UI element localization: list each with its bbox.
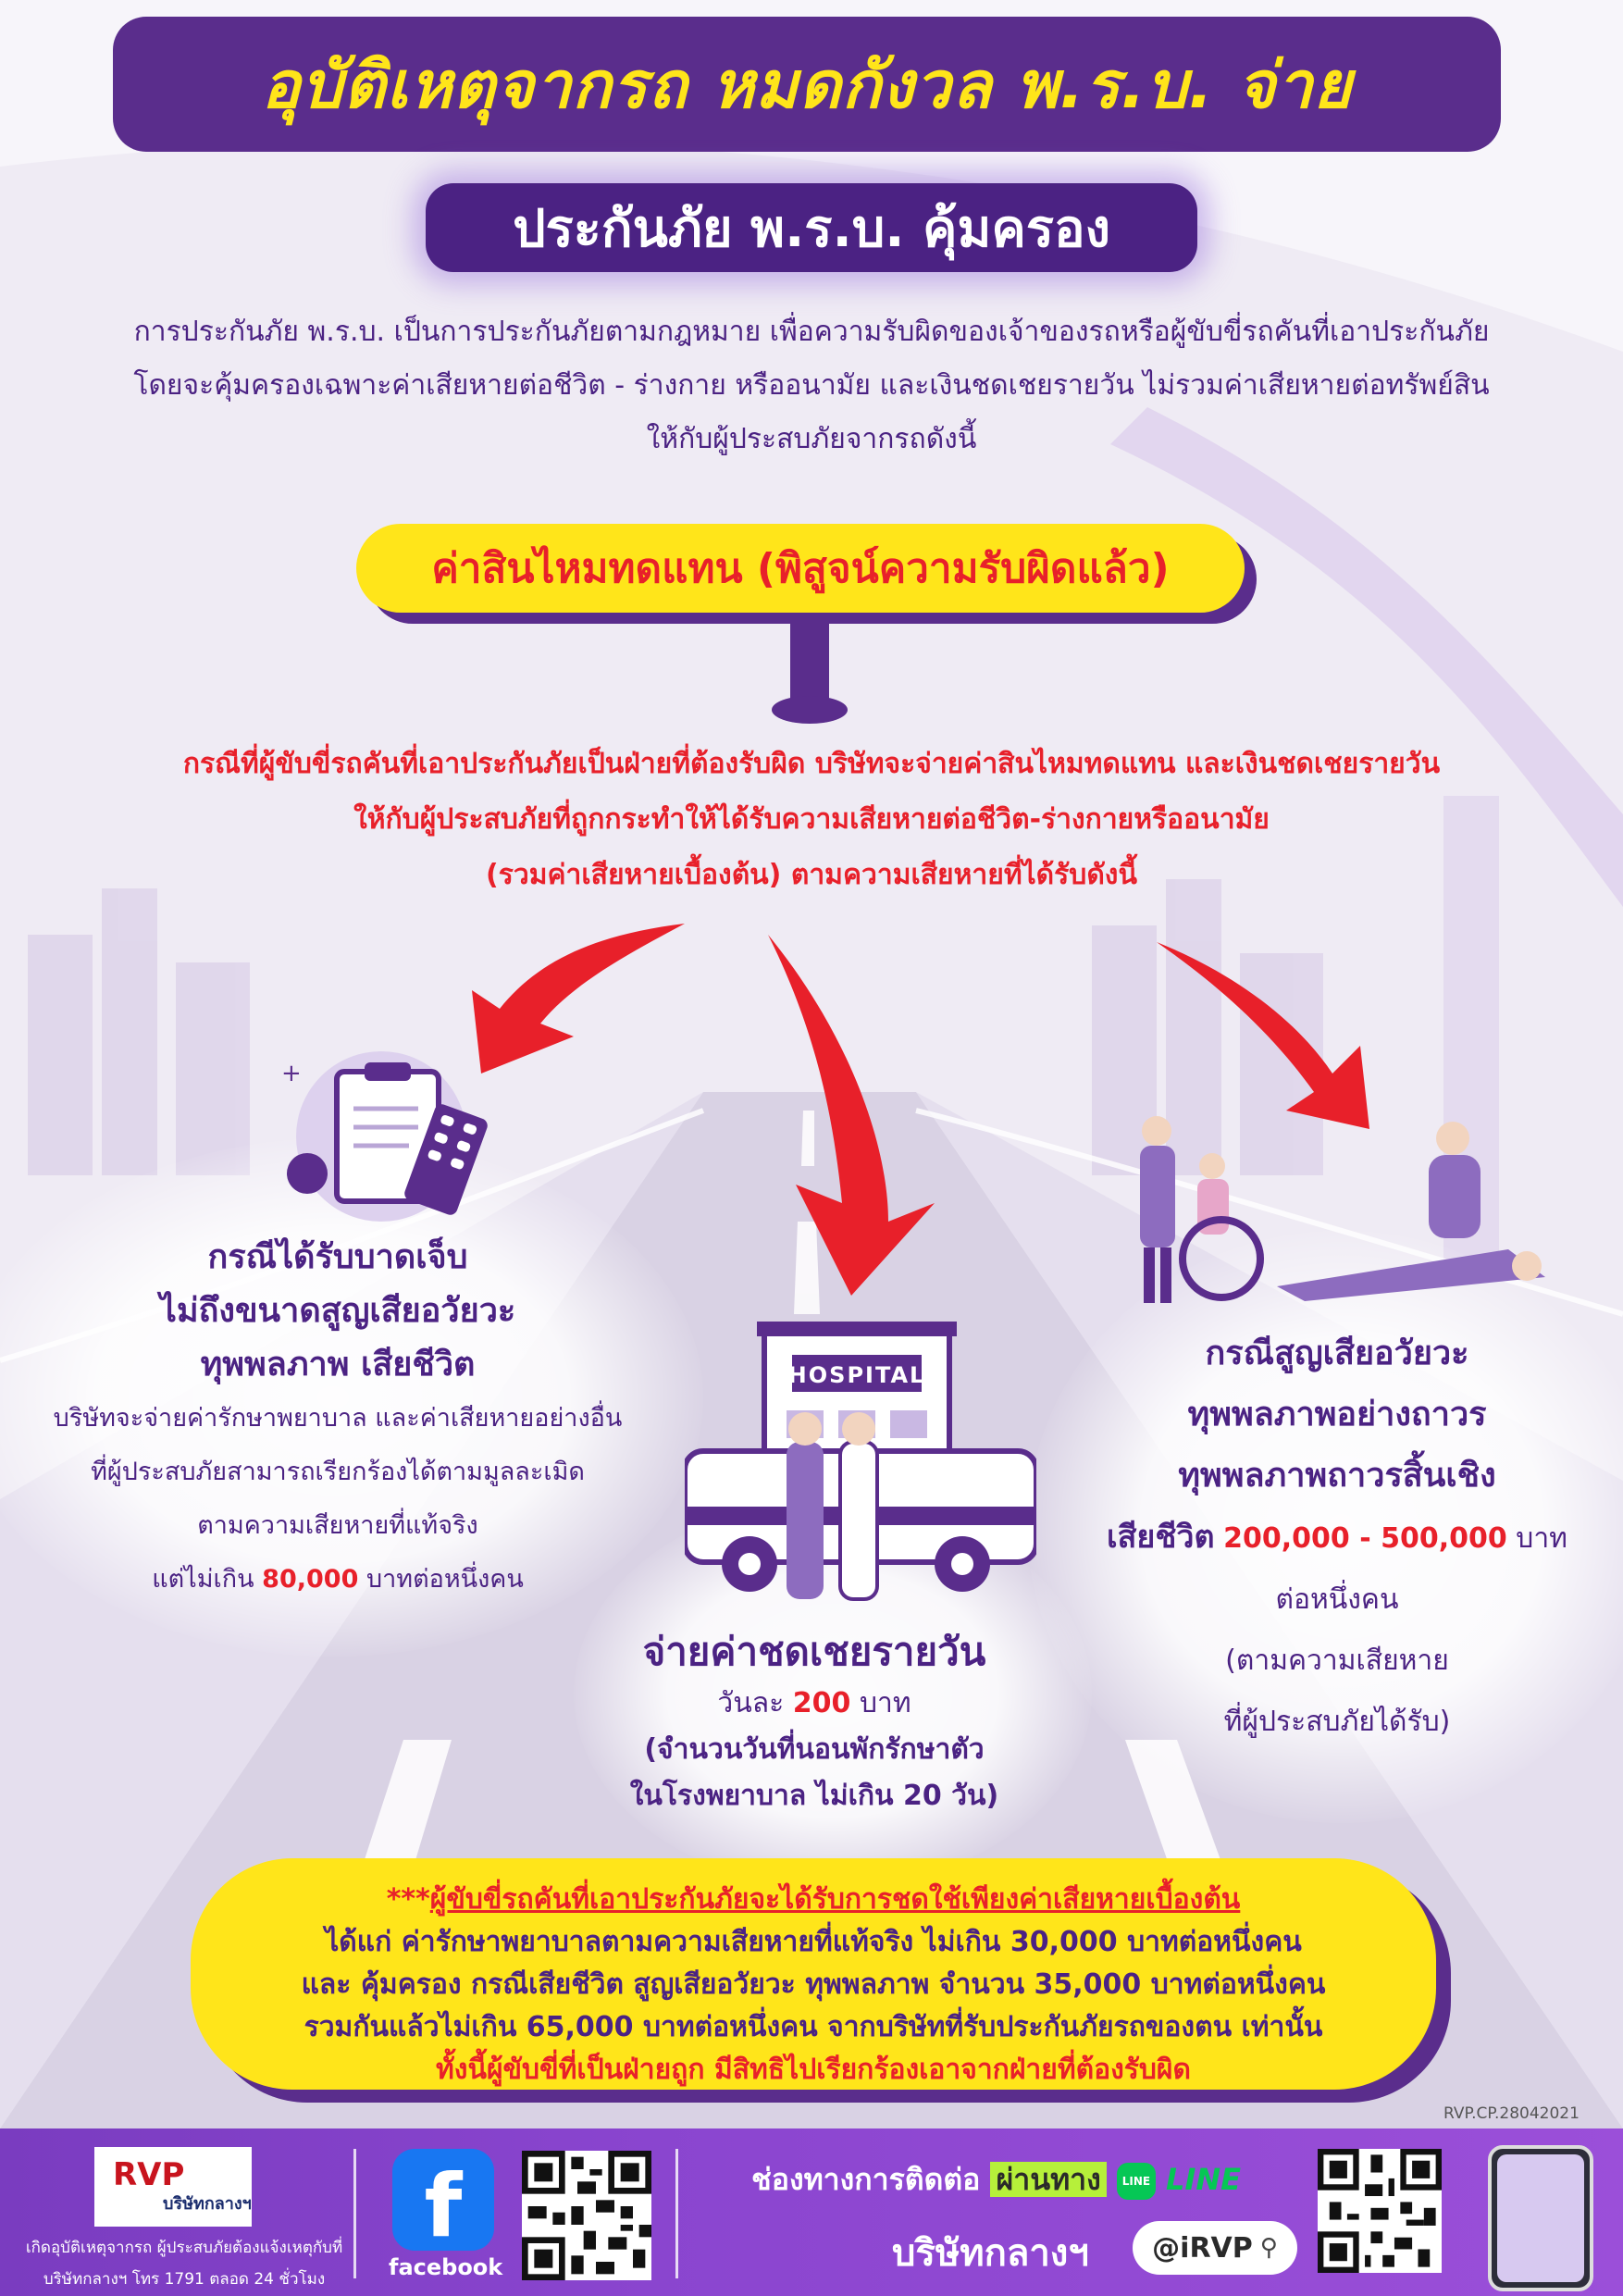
liability-line: กรณีที่ผู้ขับขี่รถคันที่เอาประกันภัยเป็น…: [182, 748, 1441, 780]
facebook-qr-code[interactable]: [522, 2151, 651, 2280]
glow-right: [1027, 1231, 1623, 1823]
case-injury-title: กรณีได้รับบาดเจ็บ: [207, 1238, 468, 1276]
arrow-center: [768, 935, 935, 1296]
page-title: อุบัติเหตุจากรถ หมดกังวล พ.ร.บ. จ่าย: [261, 46, 1353, 123]
case-loss-title: ทุพพลภาพถาวรสิ้นเชิง: [1178, 1457, 1496, 1495]
notice-line-4: รวมกันแล้วไม่เกิน 65,000 บาทต่อหนึ่งคน จ…: [304, 2011, 1323, 2043]
rvp-logo-name: บริษัทกลางฯ: [163, 2194, 252, 2214]
red-arrows: [472, 924, 1369, 1296]
case-loss-title: ทุพพลภาพอย่างถาวร: [1187, 1396, 1487, 1433]
rvp-logo: RVP บริษัทกลางฯ: [94, 2147, 252, 2227]
arrow-right: [1157, 942, 1369, 1129]
case-loss-title: กรณีสูญเสียอวัยวะ: [1205, 1334, 1469, 1372]
case-loss-death: เสียชีวิต 200,000 - 500,000 บาท: [1064, 1507, 1610, 1570]
hospital-sign: HOSPITAL: [787, 1362, 926, 1388]
case-daily-note: ในโรงพยาบาล ไม่เกิน 20 วัน): [629, 1780, 999, 1812]
contact-via: ผ่านทาง: [990, 2162, 1107, 2197]
footer-hotline-line: เกิดอุบัติเหตุจากรถ ผู้ประสบภัยต้องแจ้งเ…: [25, 2239, 343, 2257]
case-loss-body: ที่ผู้ประสบภัยได้รับ): [1223, 1706, 1451, 1738]
case-injury-title: ไม่ถึงขนาดสูญเสียอวัยวะ: [159, 1292, 516, 1330]
compensation-pill: ค่าสินไหมทดแทน (พิสูจน์ความรับผิดแล้ว): [356, 524, 1245, 613]
case-daily-note: (จำนวนวันที่นอนพักรักษาตัว: [644, 1733, 985, 1766]
case-loss: กรณีสูญเสียอวัยวะ ทุพพลภาพอย่างถาวร ทุพพ…: [1064, 1323, 1610, 1753]
rate-amount: 200: [792, 1687, 851, 1719]
rvp-logo-mark: RVP: [113, 2156, 185, 2193]
notice-line-1-text: ผู้ขับขี่รถคันที่เอาประกันภัยจะได้รับการ…: [429, 1883, 1241, 1916]
title-banner: อุบัติเหตุจากรถ หมดกังวล พ.ร.บ. จ่าย: [113, 17, 1501, 152]
case-daily: จ่ายค่าชดเชยรายวัน วันละ 200 บาท (จำนวนว…: [574, 1623, 1055, 1819]
liability-line: (รวมค่าเสียหายเบื้องต้น) ตามความเสียหายท…: [486, 859, 1137, 891]
rate-suffix: บาท: [859, 1687, 911, 1719]
intro-line: ให้กับผู้ประสบภัยจากรถดังนี้: [646, 423, 977, 455]
phone-screen: [1497, 2154, 1584, 2282]
footer-divider: [675, 2149, 678, 2278]
subtitle-banner: ประกันภัย พ.ร.บ. คุ้มครอง: [426, 183, 1197, 272]
liability-paragraph: กรณีที่ผู้ขับขี่รถคันที่เอาประกันภัยเป็น…: [37, 737, 1586, 903]
facebook-icon[interactable]: f: [392, 2149, 494, 2251]
accident-victims-illustration: [1140, 1116, 1545, 1303]
case-injury-body: บริษัทจะจ่ายค่ารักษาพยาบาล และค่าเสียหาย…: [53, 1404, 623, 1433]
intro-line: โดยจะคุ้มครองเฉพาะค่าเสียหายต่อชีวิต - ร…: [133, 369, 1490, 402]
connector-pipe-base: [772, 696, 848, 724]
line-label: LINE: [1166, 2162, 1241, 2197]
notice-line-3: และ คุ้มครอง กรณีเสียชีวิต สูญเสียอวัยวะ…: [301, 1968, 1326, 2001]
company-name: บริษัทกลางฯ: [892, 2232, 1089, 2275]
contact-channel: ช่องทางการติดต่อ ผ่านทาง LINE LINE: [751, 2156, 1241, 2203]
intro-line: การประกันภัย พ.ร.บ. เป็นการประกันภัยตามก…: [133, 316, 1490, 348]
case-daily-title: จ่ายค่าชดเชยรายวัน: [642, 1629, 986, 1674]
notice-asterisks: ***: [386, 1883, 430, 1916]
case-injury-body: ที่ผู้ประสบภัยสามารถเรียกร้องได้ตามมูลละ…: [91, 1458, 585, 1486]
footer-hotline-text: เกิดอุบัติเหตุจากรถ ผู้ประสบภัยต้องแจ้งเ…: [13, 2232, 355, 2295]
medical-clipboard-icon: +: [281, 1051, 488, 1222]
notice-line-5: ทั้งนี้ผู้ขับขี่ที่เป็นฝ่ายถูก มีสิทธิไป…: [436, 2054, 1191, 2086]
page-subtitle: ประกันภัย พ.ร.บ. คุ้มครอง: [513, 198, 1110, 259]
liability-line: ให้กับผู้ประสบภัยที่ถูกกระทำให้ได้รับควา…: [353, 803, 1270, 836]
search-icon: ⚲: [1259, 2234, 1278, 2262]
notice-line-1: ***ผู้ขับขี่รถคันที่เอาประกันภัยจะได้รับ…: [191, 1879, 1436, 1921]
case-injury-limit: แต่ไม่เกิน 80,000 บาทต่อหนึ่งคน: [19, 1553, 657, 1607]
case-injury-title: ทุพพลภาพ เสียชีวิต: [200, 1346, 476, 1384]
line-handle-search[interactable]: @iRVP ⚲: [1133, 2221, 1297, 2275]
footer-hotline-line: บริษัทกลางฯ โทร 1791 ตลอด 24 ชั่วโมง: [43, 2270, 326, 2289]
facebook-label: facebook: [389, 2254, 503, 2280]
phone-icon: [1488, 2145, 1593, 2291]
hospital-ambulance-illustration: [685, 1322, 1036, 1601]
arrow-left: [472, 924, 685, 1074]
notice-line-2: ได้แก่ ค่ารักษาพยาบาลตามความเสียหายที่แท…: [325, 1926, 1302, 1958]
footer-divider: [353, 2149, 356, 2278]
case-injury: กรณีได้รับบาดเจ็บ ไม่ถึงขนาดสูญเสียอวัยว…: [19, 1231, 657, 1607]
case-loss-body: (ตามความเสียหาย: [1225, 1644, 1449, 1677]
rate-prefix: วันละ: [717, 1687, 785, 1719]
contact-label: ช่องทางการติดต่อ: [751, 2162, 981, 2197]
death-amount: 200,000 - 500,000: [1223, 1522, 1507, 1555]
case-loss-body: ต่อหนึ่งคน: [1275, 1583, 1399, 1616]
case-injury-body: ตามความเสียหายที่แท้จริง: [197, 1511, 478, 1540]
death-unit: บาท: [1516, 1522, 1567, 1555]
line-handle: @iRVP: [1152, 2231, 1253, 2265]
glow-left: [0, 1138, 703, 1657]
reference-code: RVP.CP.28042021: [1443, 2104, 1580, 2123]
intro-paragraph: การประกันภัย พ.ร.บ. เป็นการประกันภัยตามก…: [37, 305, 1586, 466]
line-icon[interactable]: LINE: [1116, 2163, 1156, 2200]
limit-suffix: บาทต่อหนึ่งคน: [365, 1565, 524, 1594]
limit-prefix: แต่ไม่เกิน: [152, 1565, 254, 1594]
line-qr-code[interactable]: [1318, 2149, 1442, 2273]
svg-text:+: +: [281, 1060, 302, 1087]
compensation-label: ค่าสินไหมทดแทน (พิสูจน์ความรับผิดแล้ว): [431, 545, 1170, 592]
limit-amount: 80,000: [262, 1565, 359, 1594]
case-daily-rate: วันละ 200 บาท: [574, 1681, 1055, 1727]
notice-box: ***ผู้ขับขี่รถคันที่เอาประกันภัยจะได้รับ…: [191, 1858, 1436, 2090]
death-label: เสียชีวิต: [1107, 1519, 1215, 1556]
